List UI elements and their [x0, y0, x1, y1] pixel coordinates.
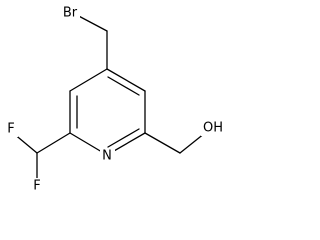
- bond-c5-c4: [69, 68, 108, 92]
- bond-ch2-oh: [179, 132, 206, 154]
- hydroxyl-label: OH: [203, 121, 223, 136]
- bond-c4-c3: [106, 68, 146, 92]
- fluorine-top-label: F: [7, 122, 14, 137]
- double-bond-c2-n: [107, 128, 140, 148]
- bond-c2-ch2: [144, 132, 181, 154]
- bond-c6-chf2: [36, 132, 71, 154]
- atom-labels: Br N F F OH: [4, 5, 225, 194]
- pyridine-ring: [69, 68, 146, 156]
- double-bond-c4-c3: [107, 76, 140, 96]
- fluorine-bottom-label: F: [33, 179, 40, 194]
- chemical-structure-diagram: Br N F F OH: [4, 5, 225, 194]
- nitrogen-label: N: [102, 149, 112, 164]
- bromine-label: Br: [63, 6, 78, 21]
